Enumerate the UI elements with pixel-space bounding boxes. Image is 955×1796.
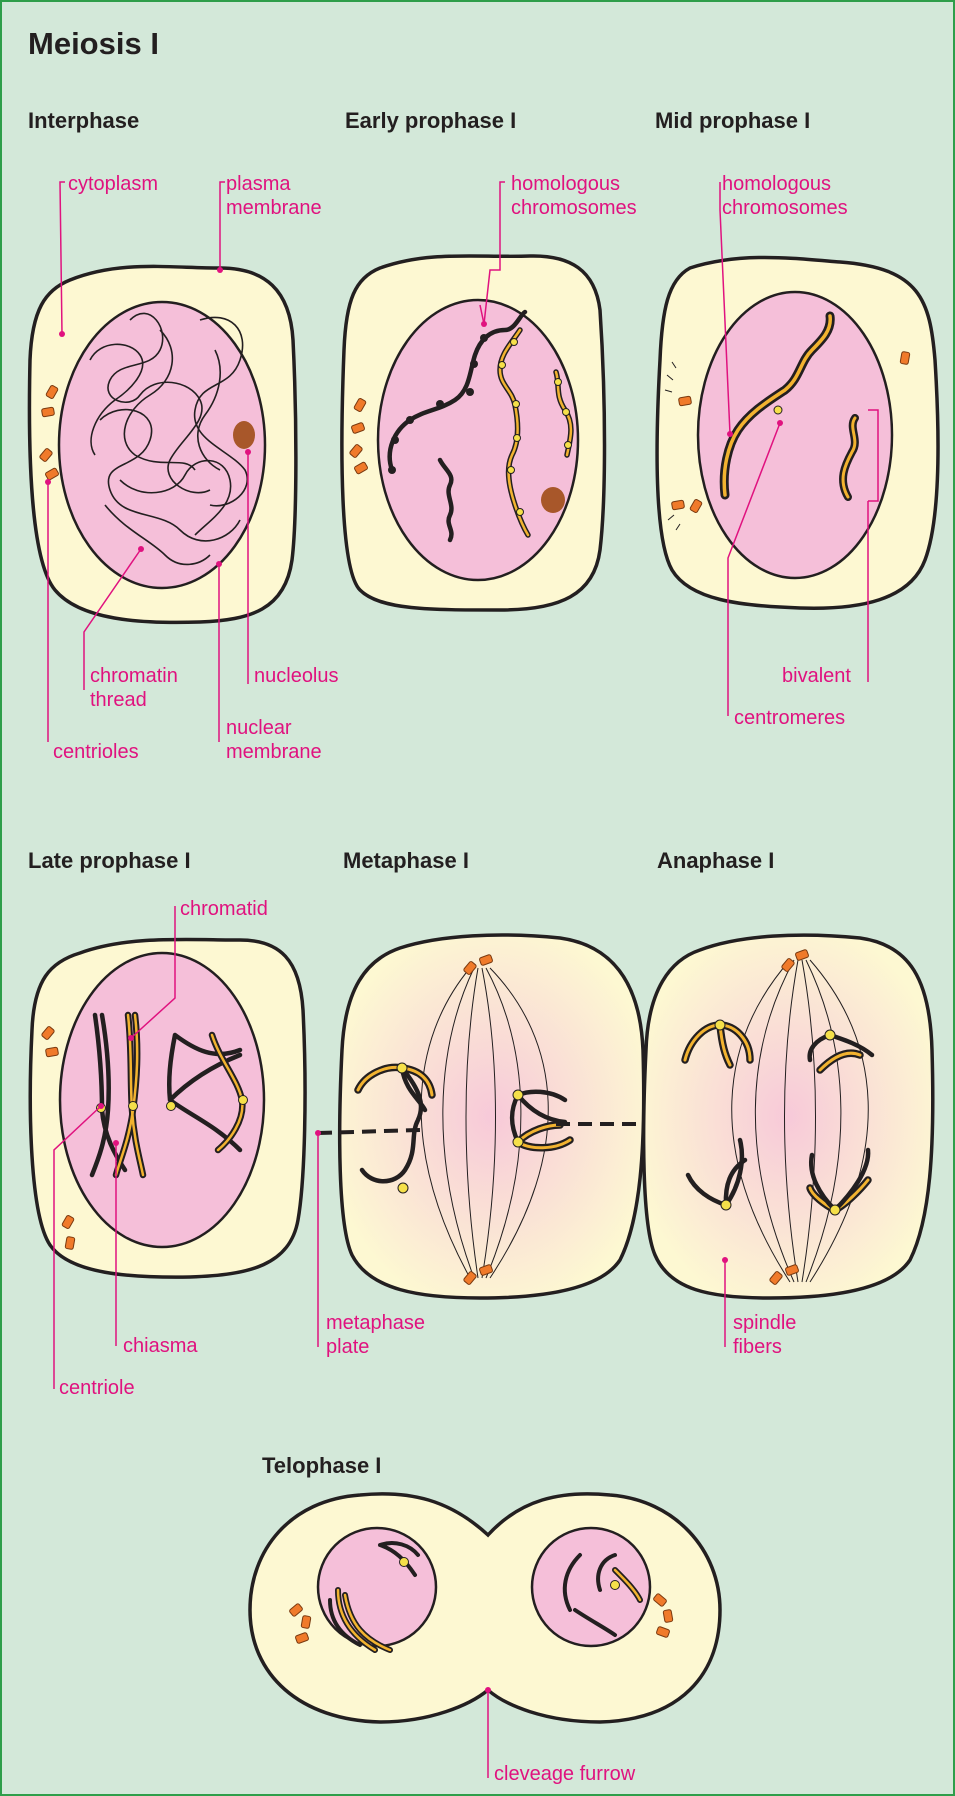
stage-title-telophase: Telophase I	[262, 1453, 381, 1479]
label-plasma-membrane-line1: plasma	[226, 172, 290, 196]
label-bivalent: bivalent	[782, 664, 851, 688]
late-prophase-cell	[30, 939, 305, 1277]
label-centromeres: centromeres	[734, 706, 845, 730]
diagram-title: Meiosis I	[28, 26, 159, 62]
label-centrioles: centrioles	[53, 740, 139, 764]
stage-title-early-prophase: Early prophase I	[345, 108, 516, 134]
label-chromatin-line2: thread	[90, 688, 147, 712]
anaphase-plasma-membrane	[644, 935, 933, 1298]
mid-prophase-centromere	[774, 406, 782, 414]
anaphase-cell	[644, 935, 933, 1298]
label-homologous-mid-line1: homologous	[722, 172, 831, 196]
stage-title-anaphase: Anaphase I	[657, 848, 774, 874]
label-centriole: centriole	[59, 1376, 135, 1400]
label-spindle-fibers-line2: fibers	[733, 1335, 782, 1359]
label-cleavage-furrow: cleveage furrow	[494, 1762, 635, 1786]
metaphase-cell	[318, 935, 662, 1298]
label-homologous-early-line2: chromosomes	[511, 196, 637, 220]
label-chromatid: chromatid	[180, 897, 268, 921]
early-prophase-cell	[342, 256, 605, 610]
label-plasma-membrane-line2: membrane	[226, 196, 322, 220]
label-spindle-fibers-line1: spindle	[733, 1311, 796, 1335]
late-prophase-nucleus	[60, 953, 264, 1247]
early-prophase-nucleus	[378, 300, 578, 580]
label-homologous-mid-line2: chromosomes	[722, 196, 848, 220]
label-metaphase-plate-line1: metaphase	[326, 1311, 425, 1335]
interphase-cell	[29, 266, 295, 622]
stage-title-interphase: Interphase	[28, 108, 139, 134]
stage-title-mid-prophase: Mid prophase I	[655, 108, 810, 134]
telophase-cell	[250, 1494, 720, 1722]
metaphase-plasma-membrane	[340, 935, 644, 1298]
label-cytoplasm: cytoplasm	[68, 172, 158, 196]
early-prophase-nucleolus	[541, 487, 565, 513]
label-nuclear-membrane-line2: membrane	[226, 740, 322, 764]
telophase-nucleus-left	[318, 1528, 436, 1646]
label-nucleolus: nucleolus	[254, 664, 339, 688]
label-chromatin-line1: chromatin	[90, 664, 178, 688]
mid-prophase-cell	[657, 258, 938, 609]
stage-title-metaphase: Metaphase I	[343, 848, 469, 874]
label-homologous-early-line1: homologous	[511, 172, 620, 196]
stage-title-late-prophase: Late prophase I	[28, 848, 191, 874]
interphase-nucleolus	[233, 421, 255, 449]
label-chiasma: chiasma	[123, 1334, 197, 1358]
label-nuclear-membrane-line1: nuclear	[226, 716, 292, 740]
label-metaphase-plate-line2: plate	[326, 1335, 369, 1359]
leader-plasma-membrane	[220, 182, 225, 270]
mid-prophase-nucleus	[698, 292, 892, 578]
